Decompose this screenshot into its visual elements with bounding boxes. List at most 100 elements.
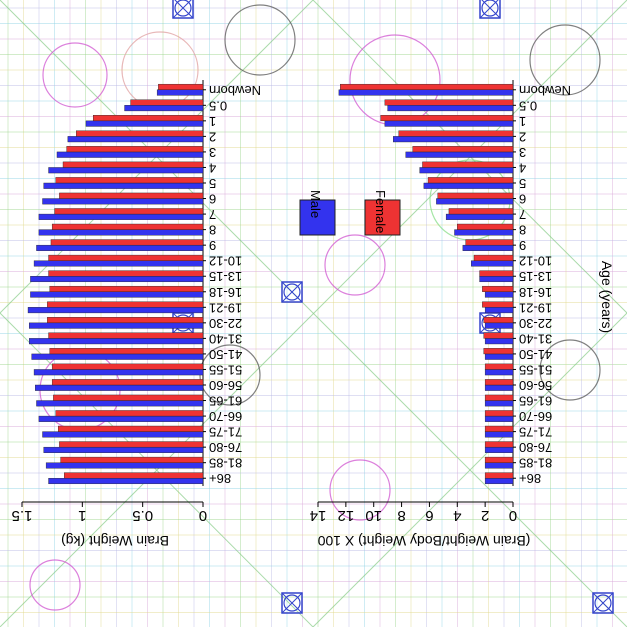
brain-weight-bar-female <box>49 285 204 292</box>
ratio-category-label: 10-12 <box>519 254 552 269</box>
ratio-bar-male <box>423 182 514 189</box>
brain-weight-category-label: 22-30 <box>209 316 242 331</box>
brain-weight-category-label: 9 <box>209 238 216 253</box>
ratio-category-label: 16-18 <box>519 285 552 300</box>
brain-weight-bar-male <box>48 167 204 174</box>
brain-weight-category-label: 51-55 <box>209 362 242 377</box>
ratio-bar-female <box>484 379 514 386</box>
marker-square <box>281 592 303 614</box>
brain-weight-bar-female <box>130 99 204 106</box>
marker-circle <box>481 0 499 17</box>
brain-weight-bar-female <box>53 394 204 401</box>
ratio-bar-female <box>384 99 514 106</box>
legend-label-male: Male <box>308 190 323 218</box>
ratio-bar-male <box>338 89 514 96</box>
brain-weight-category-label: 86+ <box>209 471 231 486</box>
brain-weight-bar-female <box>55 177 204 184</box>
ratio-bar-male <box>484 291 514 298</box>
decorative-circle <box>324 234 386 296</box>
ratio-bar-male <box>436 198 514 205</box>
ratio-x-tick-label: 0 <box>509 507 517 524</box>
marker-cross <box>592 592 614 614</box>
age-axis-title: Age (years) <box>599 261 615 333</box>
brain-weight-bar-female <box>51 223 204 230</box>
ratio-category-label: 66-70 <box>519 409 552 424</box>
brain-weight-bar-male <box>33 260 204 267</box>
ratio-bar-female <box>484 456 514 463</box>
ratio-bar-female <box>422 161 514 168</box>
ratio-category-label: 51-55 <box>519 362 552 377</box>
brain-weight-bar-male <box>43 182 204 189</box>
decorative-circle <box>529 24 601 96</box>
ratio-category-label: 13-15 <box>519 269 552 284</box>
brain-weight-category-label: 71-75 <box>209 425 242 440</box>
marker-square <box>479 0 501 19</box>
ratio-category-label: 86+ <box>519 471 541 486</box>
brain-weight-bar-female <box>51 379 204 386</box>
brain-weight-bar-female <box>59 441 204 448</box>
brain-weight-category-label: 8 <box>209 223 216 238</box>
legend-swatch-male <box>299 199 336 236</box>
brain-weight-bar-female <box>47 301 204 308</box>
ratio-category-label: 0.5 <box>519 98 537 113</box>
marker-circle <box>594 594 612 612</box>
ratio-category-label: 19-21 <box>519 300 552 315</box>
brain-weight-bar-female <box>47 317 204 324</box>
ratio-category-label: 81-85 <box>519 456 552 471</box>
brain-weight-category-label: 1 <box>209 114 216 129</box>
ratio-bar-male <box>384 120 514 127</box>
brain-weight-category-label: 41-50 <box>209 347 242 362</box>
marker-square <box>172 0 194 19</box>
brain-weight-bar-female <box>48 254 204 261</box>
brain-weight-bar-male <box>156 89 204 96</box>
ratio-category-label: 56-60 <box>519 378 552 393</box>
brain-weight-category-label: 56-60 <box>209 378 242 393</box>
brain-weight-bar-female <box>64 472 204 479</box>
marker-cross <box>479 0 499 19</box>
brain-weight-bar-male <box>33 369 204 376</box>
brain-weight-bar-male <box>29 338 204 345</box>
ratio-bar-male <box>405 151 514 158</box>
brain-weight-bar-male <box>42 198 204 205</box>
ratio-bar-male <box>445 213 514 220</box>
ratio-bar-female <box>484 425 514 432</box>
ratio-bar-female <box>479 270 514 277</box>
brain-weight-category-label: 19-21 <box>209 300 242 315</box>
brain-weight-category-label: 76-80 <box>209 440 242 455</box>
brain-weight-category-label: 66-70 <box>209 409 242 424</box>
ratio-bar-female <box>412 146 514 153</box>
brain-weight-bar-male <box>56 151 204 158</box>
marker-cross <box>172 0 192 19</box>
ratio-bar-male <box>484 384 514 391</box>
ratio-bar-male <box>484 431 514 438</box>
ratio-bar-female <box>484 472 514 479</box>
ratio-category-label: 41-50 <box>519 347 552 362</box>
brain-weight-bar-male <box>38 213 204 220</box>
ratio-bar-female <box>448 208 514 215</box>
ratio-category-label: 31-40 <box>519 331 552 346</box>
brain-weight-panel: Brain Weight (kg) Newborn0.512345678910-… <box>12 80 261 549</box>
brain-weight-category-label: 6 <box>209 192 216 207</box>
brain-weight-bar-male <box>30 276 204 283</box>
ratio-bar-male <box>484 338 514 345</box>
brain-weight-bar-male <box>43 446 204 453</box>
ratio-category-label: 61-65 <box>519 394 552 409</box>
ratio-category-label: 8 <box>519 223 526 238</box>
ratio-bar-male <box>419 167 514 174</box>
brain-weight-bar-male <box>124 105 204 112</box>
brain-weight-bar-female <box>59 192 204 199</box>
ratio-bar-female <box>473 254 514 261</box>
brain-weight-category-label: 4 <box>209 160 216 175</box>
ratio-bar-male <box>484 415 514 422</box>
brain-weight-bar-male <box>45 462 204 469</box>
ratio-category-label: Newborn <box>519 83 571 98</box>
brain-weight-bar-male <box>42 431 204 438</box>
ratio-category-label: 76-80 <box>519 440 552 455</box>
legend: Male Female <box>299 190 401 236</box>
brain-weight-bar-male <box>36 400 204 407</box>
ratio-bar-female <box>482 285 514 292</box>
brain-weight-category-label: 13-15 <box>209 269 242 284</box>
brain-weight-x-tick-label: 1.5 <box>12 507 33 524</box>
ratio-x-tick-label: 4 <box>453 507 461 524</box>
